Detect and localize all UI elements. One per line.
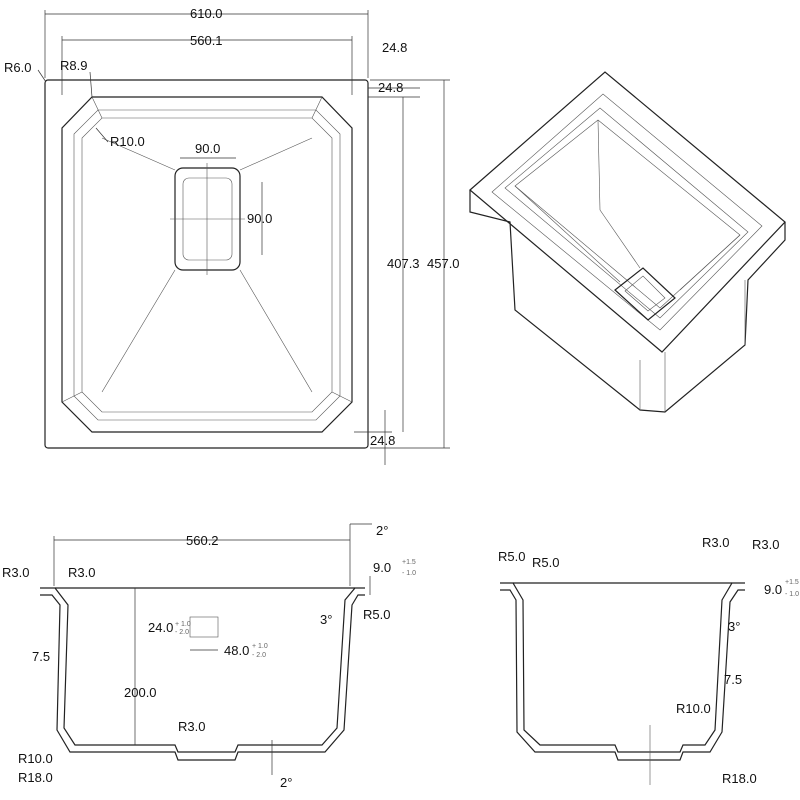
dim-drain-width: 90.0 xyxy=(195,141,220,156)
tol-minus: - 2.0 xyxy=(175,629,189,636)
label-radius-drain: R3.0 xyxy=(178,719,205,734)
tol-minus: - 1.0 xyxy=(785,591,799,598)
tol-plus: +1.5 xyxy=(402,559,416,566)
dim-flange-thickness: 9.0 xyxy=(373,560,391,575)
top-view: 610.0 560.1 24.8 24.8 R6.0 R8.9 R10.0 90… xyxy=(4,6,460,465)
label-draft-bottom: 2° xyxy=(280,775,292,790)
bowl-outline xyxy=(61,96,353,433)
label-bowl-radius: R10.0 xyxy=(110,134,145,149)
dim-drain-height: 90.0 xyxy=(247,211,272,226)
iso-drain xyxy=(614,267,676,321)
label-radius-left-2: R5.0 xyxy=(532,555,559,570)
dim-inner-depth: 407.3 xyxy=(387,256,420,271)
dim-drain-h: 24.0 xyxy=(148,620,173,635)
tol-minus: - 2.0 xyxy=(252,652,266,659)
label-radius-right-1: R3.0 xyxy=(702,535,729,550)
label-radius-left-inner: R3.0 xyxy=(68,565,95,580)
dim-inner-width: 560.1 xyxy=(190,33,223,48)
dim-flange-bottom: 24.8 xyxy=(370,433,395,448)
label-radius-bottom-outer-right: R18.0 xyxy=(722,771,757,786)
dim-flange-right: 24.8 xyxy=(382,40,407,55)
label-outer-radius: R6.0 xyxy=(4,60,31,75)
dim-flange-thickness-right: 9.0 xyxy=(764,582,782,597)
label-radius-left-outer: R3.0 xyxy=(2,565,29,580)
section-left: 560.2 2° R3.0 R3.0 9.0 +1.5 - 1.0 R5.0 3… xyxy=(2,523,416,790)
section-right: R5.0 R5.0 R3.0 R3.0 9.0 +1.5 - 1.0 3° 7.… xyxy=(498,535,799,786)
outer-flange-outline xyxy=(44,79,369,449)
dim-depth: 200.0 xyxy=(124,685,157,700)
dim-overall-depth: 457.0 xyxy=(427,256,460,271)
tol-plus: +1.5 xyxy=(785,579,799,586)
dim-wall-thickness-right: 7.5 xyxy=(724,672,742,687)
label-inner-radius: R8.9 xyxy=(60,58,87,73)
isometric-view xyxy=(469,71,786,413)
dim-flange-top: 24.8 xyxy=(378,80,403,95)
tol-minus: - 1.0 xyxy=(402,570,416,577)
label-radius-right-2: R3.0 xyxy=(752,537,779,552)
label-radius-bottom-inner: R10.0 xyxy=(18,751,53,766)
label-wall-angle-right: 3° xyxy=(728,619,740,634)
label-radius-bottom-outer: R18.0 xyxy=(18,770,53,785)
tol-plus: + 1.0 xyxy=(175,621,191,628)
dim-drain-w: 48.0 xyxy=(224,643,249,658)
label-draft-top: 2° xyxy=(376,523,388,538)
dim-overall-width: 610.0 xyxy=(190,6,223,21)
label-radius-left-1: R5.0 xyxy=(498,549,525,564)
dim-wall-thickness: 7.5 xyxy=(32,649,50,664)
dim-section-width: 560.2 xyxy=(186,533,219,548)
label-radius-bottom-inner-right: R10.0 xyxy=(676,701,711,716)
tol-plus: + 1.0 xyxy=(252,643,268,650)
label-radius-right: R5.0 xyxy=(363,607,390,622)
label-wall-angle: 3° xyxy=(320,612,332,627)
